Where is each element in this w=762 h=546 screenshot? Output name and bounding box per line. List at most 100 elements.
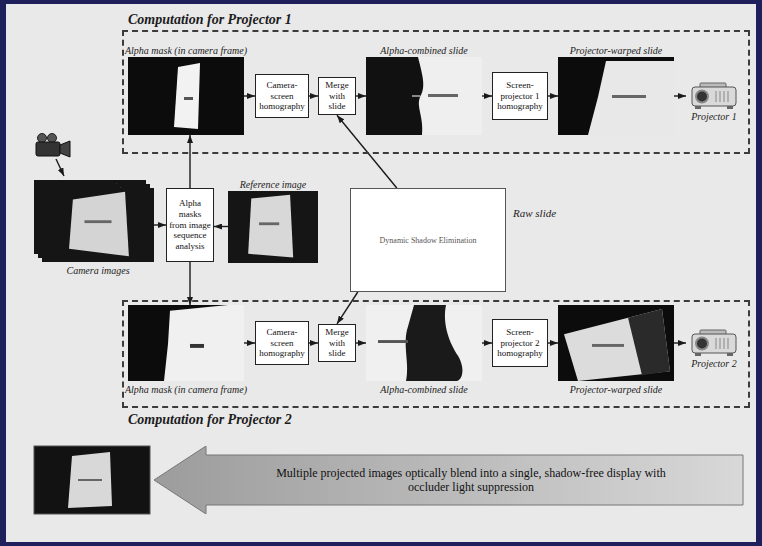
image-caption: Alpha mask (in camera frame) — [128, 44, 244, 57]
step-label: Merge with slide — [321, 80, 353, 112]
photo-ground — [558, 57, 674, 135]
image-panel: Alpha-combined slide — [366, 305, 482, 396]
projector-vent — [728, 91, 729, 102]
image-panel: Alpha-combined slide — [366, 44, 482, 135]
projector-foot — [695, 353, 701, 356]
flow-arrow — [154, 224, 166, 225]
flow-arrow — [244, 342, 255, 343]
flow-arrow — [482, 342, 492, 343]
photo-thumbnail — [558, 57, 674, 135]
step-label: Camera-screen homography — [258, 80, 306, 112]
camera-reel — [38, 134, 47, 143]
process-box: Alpha masks from image sequence analysis — [166, 188, 214, 262]
projector-lens — [696, 338, 708, 350]
photo-thumbnail — [128, 305, 244, 381]
projector-lens — [696, 91, 708, 103]
blend-arrow: Multiple projected images optically blen… — [154, 446, 744, 514]
slide-text: Dynamic Shadow Elimination — [380, 236, 477, 245]
projector-body — [692, 334, 736, 353]
flow-arrow — [356, 95, 366, 96]
blurred-text — [78, 479, 102, 481]
photo-thumbnail — [42, 188, 154, 262]
projector-label: Projector 1 — [686, 111, 742, 123]
warped-slide-shape — [564, 309, 670, 381]
projector-vent — [728, 338, 729, 349]
process-box: Camera-screen homography — [255, 74, 309, 118]
photo-thumbnail — [128, 57, 244, 135]
shadow-shape — [406, 305, 463, 381]
blurred-text — [428, 94, 458, 97]
final-display-photo — [34, 446, 150, 514]
blurred-text — [612, 95, 646, 98]
flow-arrow — [309, 342, 318, 343]
video-camera-icon — [36, 134, 70, 158]
screen-shape — [248, 195, 293, 258]
process-box: Merge with slide — [318, 77, 356, 115]
photo-ground — [34, 446, 150, 514]
slide-caption: Raw slide — [513, 207, 556, 219]
dashed-region: Computation for Projector 1Alpha mask (i… — [122, 30, 750, 154]
process-box: Screen-projector 1 homography — [492, 72, 548, 120]
step-label: Merge with slide — [321, 327, 353, 359]
image-panel: Alpha mask (in camera frame) — [128, 44, 244, 135]
photo-drawing — [128, 305, 244, 381]
photo-ground — [42, 188, 154, 262]
image-panel: Reference image — [228, 178, 318, 263]
blurred-text — [592, 344, 624, 347]
flow-arrow — [309, 95, 318, 96]
projector-vent — [724, 338, 725, 349]
process-box: Camera-screen homography — [255, 321, 309, 365]
flow-arrow — [356, 342, 366, 343]
step-label: Screen-projector 2 homography — [495, 327, 545, 359]
blurred-text — [84, 220, 111, 223]
photo-drawing — [366, 305, 482, 381]
mask-shape — [174, 63, 200, 129]
image-caption: Camera images — [42, 264, 154, 277]
photo-thumbnail — [366, 305, 482, 381]
blurred-text — [378, 340, 408, 343]
image-panel: Projector-warped slide — [558, 44, 674, 135]
step-label: Alpha masks from image sequence analysis — [169, 198, 211, 252]
image-caption: Alpha-combined slide — [366, 44, 482, 57]
screen-shape — [68, 452, 112, 508]
photo-thumbnail — [228, 191, 318, 263]
projector-vent — [724, 91, 725, 102]
photo-drawing — [558, 57, 674, 135]
photo-drawing — [366, 57, 482, 135]
photo-ground — [128, 57, 244, 135]
camera-reel — [48, 134, 57, 143]
blurred-text — [259, 222, 279, 225]
image-panel: Alpha mask (in camera frame) — [128, 305, 244, 396]
blurred-text — [412, 95, 420, 97]
photo-ground — [128, 305, 244, 381]
projector-vent — [720, 338, 721, 349]
process-box: Merge with slide — [318, 324, 356, 362]
warped-slide-shape — [588, 61, 674, 135]
projector-body — [692, 87, 736, 106]
photo-drawing — [228, 191, 318, 263]
image-caption: Projector-warped slide — [558, 44, 674, 57]
mask-shape — [164, 305, 244, 381]
projector-node: Projector 2 — [686, 328, 742, 370]
slide-box: Dynamic Shadow EliminationRaw slide — [350, 188, 506, 292]
arrow-body — [154, 446, 743, 514]
projector-vent — [716, 91, 717, 102]
projector-node: Projector 1 — [686, 81, 742, 123]
camera-feed-arrow — [56, 159, 64, 176]
flow-arrow — [189, 262, 190, 305]
step-label: Camera-screen homography — [258, 327, 306, 359]
image-caption: Alpha mask (in camera frame) — [128, 383, 244, 396]
flow-arrow — [674, 95, 686, 96]
step-label: Screen-projector 1 homography — [495, 80, 545, 112]
shadow-shape — [628, 309, 670, 375]
flow-arrow — [244, 95, 255, 96]
camera-lens — [60, 141, 70, 157]
mask-hole — [190, 344, 204, 348]
projector-vent — [720, 91, 721, 102]
photo-drawing — [42, 188, 154, 262]
blend-note: Multiple projected images optically blen… — [256, 466, 686, 494]
projector-icon — [686, 328, 742, 358]
photo-drawing — [558, 305, 674, 381]
image-caption: Projector-warped slide — [558, 383, 674, 396]
